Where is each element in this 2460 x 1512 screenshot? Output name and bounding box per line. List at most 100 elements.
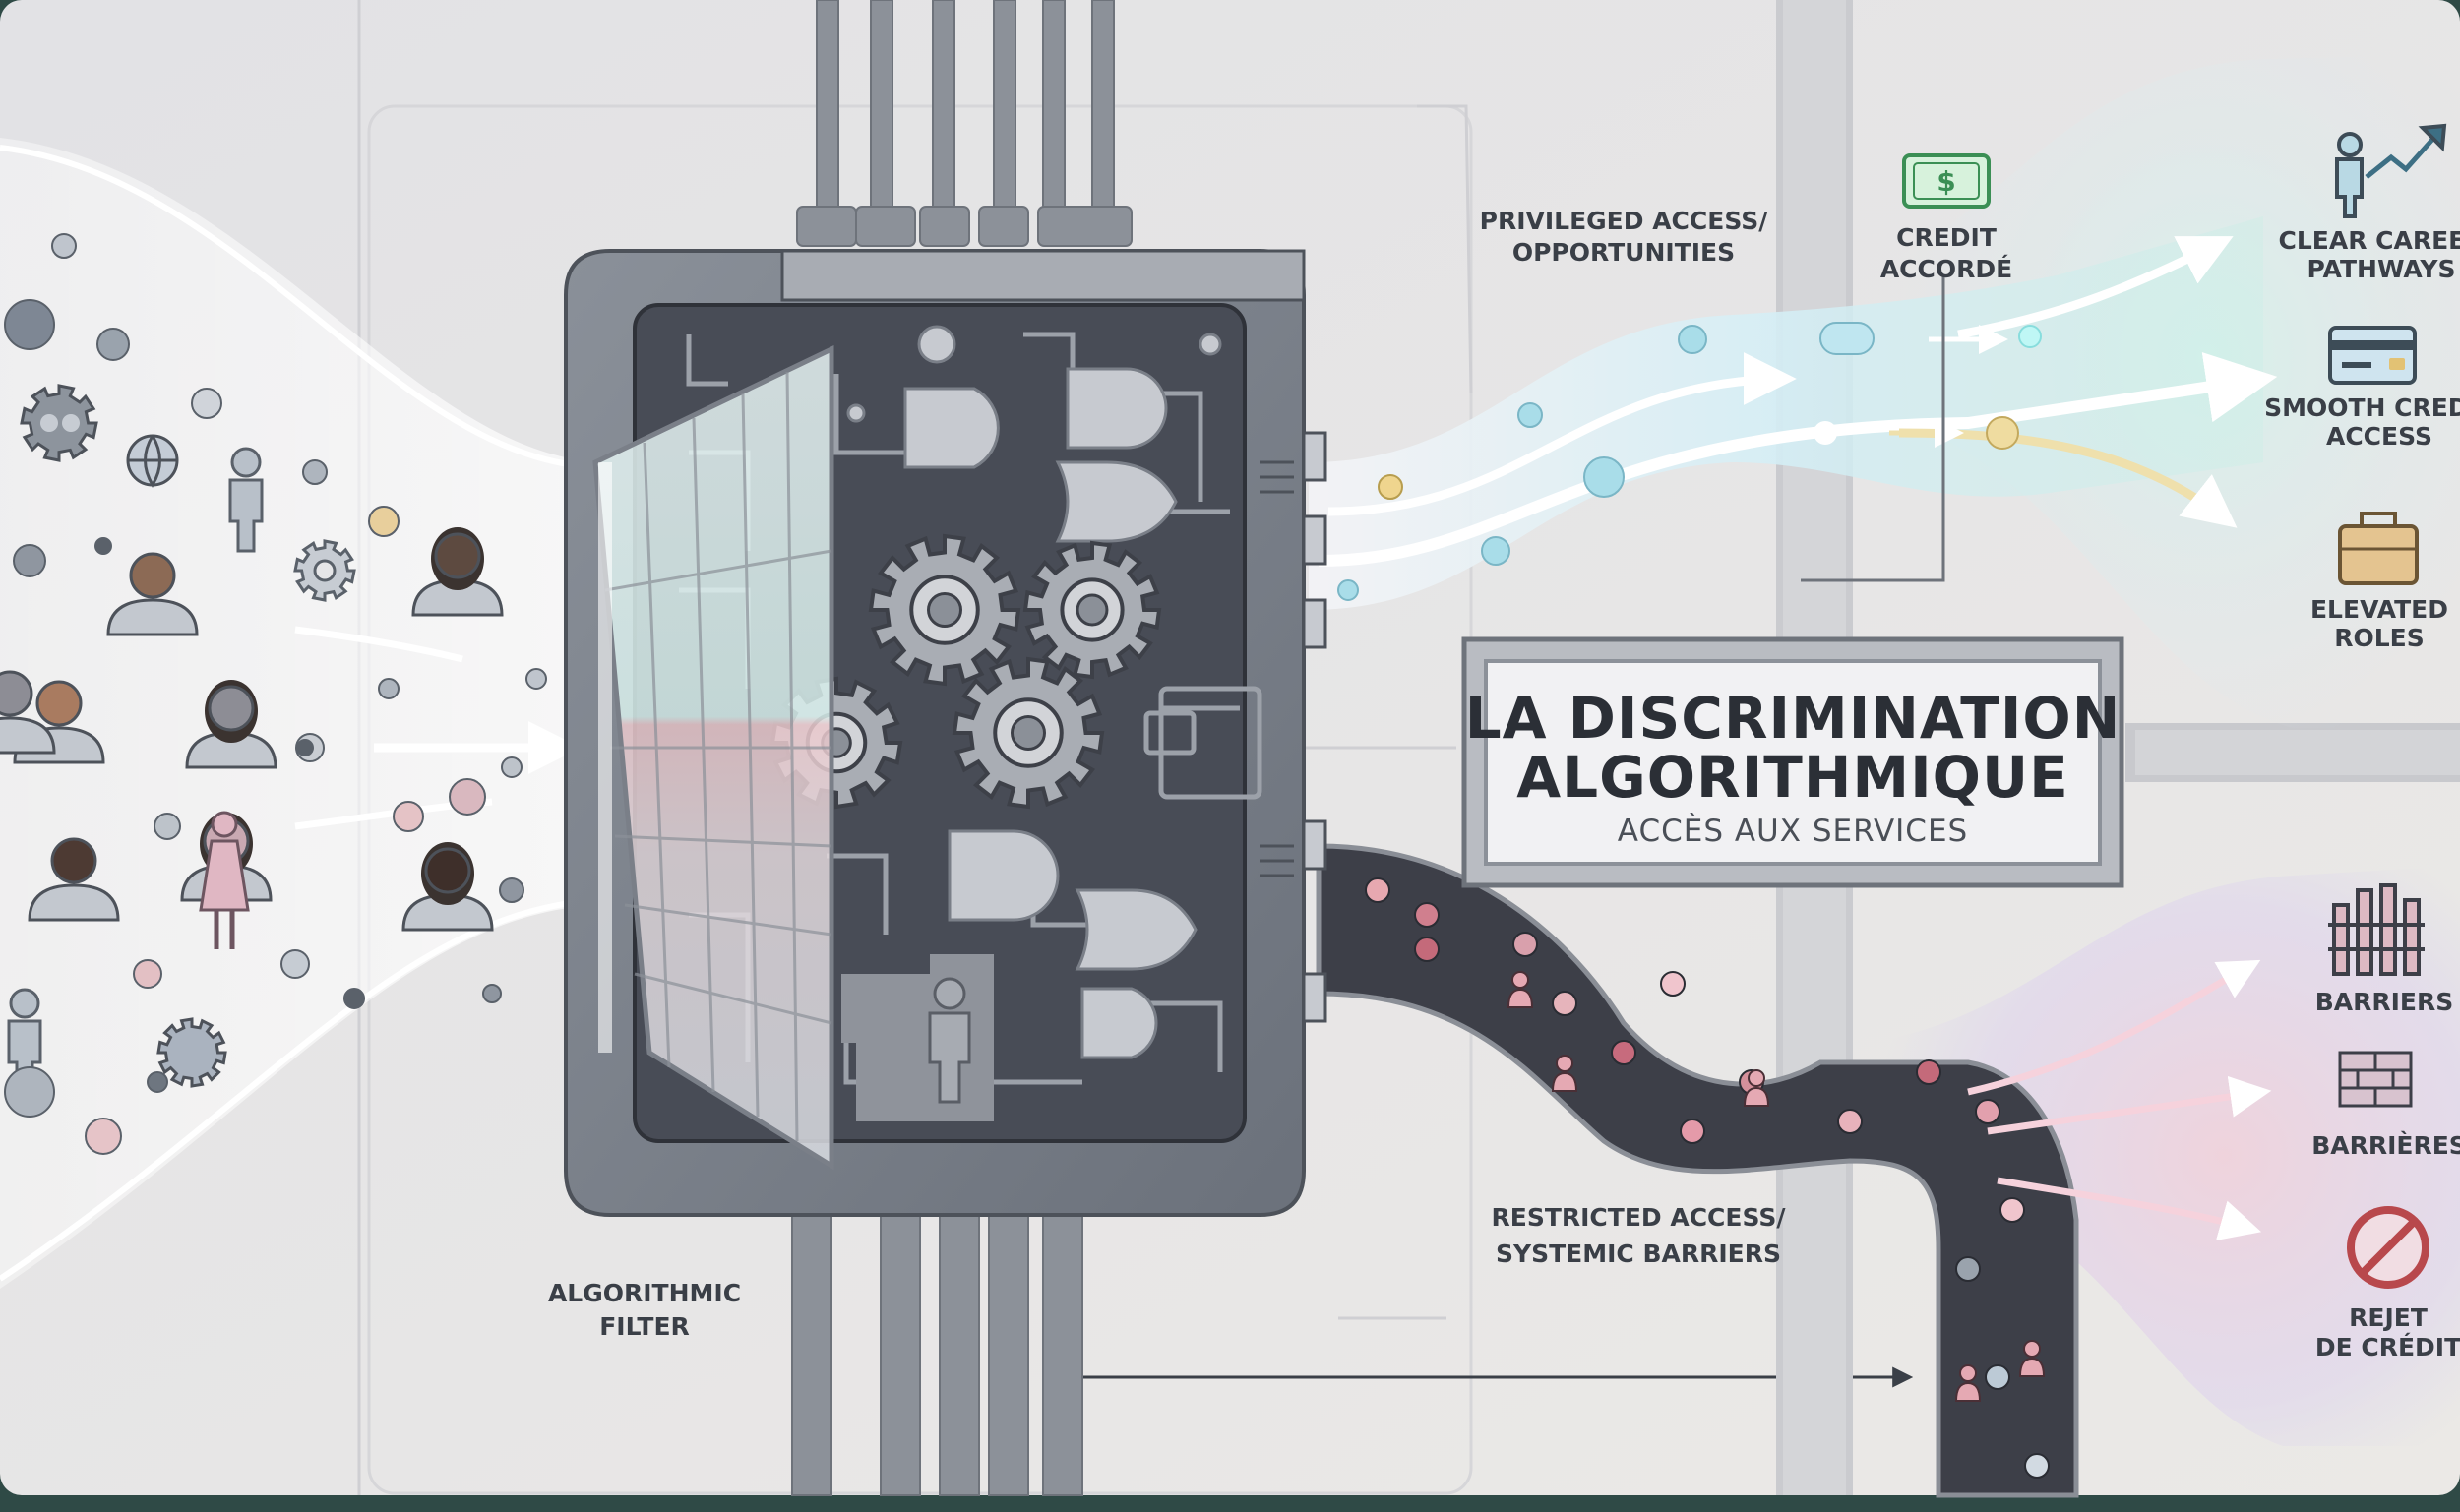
gear-icon xyxy=(20,384,98,462)
person-icon xyxy=(1743,1069,1770,1107)
person-icon xyxy=(2018,1340,2046,1377)
restricted-label-line-2: SYSTEMIC BARRIERS xyxy=(1496,1240,1781,1268)
gear-icon xyxy=(156,1017,227,1088)
privileged-label-line-1: PRIVILEGED ACCESS/ xyxy=(1480,207,1769,235)
restricted-label-line-1: RESTRICTED ACCESS/ xyxy=(1491,1203,1786,1232)
particle xyxy=(85,1118,122,1155)
privileged-particles xyxy=(1337,322,2042,601)
algorithmic-filter-panel xyxy=(592,345,834,1171)
data-particles-left xyxy=(4,233,547,1155)
person-icon xyxy=(28,837,120,922)
smooth-credit-label-line-2: ACCESS xyxy=(2326,422,2432,451)
particle xyxy=(1365,877,1390,903)
person-icon xyxy=(1551,1055,1578,1092)
particle xyxy=(1975,1099,2000,1124)
smooth-credit-label-line-1: SMOOTH CREDIT xyxy=(2264,393,2460,422)
credit-connector xyxy=(1801,275,1945,582)
particle xyxy=(449,778,486,816)
particle xyxy=(1680,1119,1705,1144)
svg-text:$: $ xyxy=(1937,165,1955,198)
particle xyxy=(1552,991,1577,1016)
funnel-edge-bottom xyxy=(0,897,601,1282)
rejet-label-line-2: DE CRÉDIT xyxy=(2315,1333,2460,1361)
particle xyxy=(94,537,112,555)
outcome-career-pathways: CLEAR CAREER PATHWAYS xyxy=(2278,123,2460,283)
brick-wall-icon xyxy=(2338,1051,2413,1108)
person-icon xyxy=(1507,971,1534,1008)
particle xyxy=(191,388,222,419)
subtitle: ACCÈS AUX SERVICES xyxy=(1618,814,1968,849)
particle xyxy=(378,678,400,699)
person-icon xyxy=(411,527,504,617)
person-icon xyxy=(1954,1364,1982,1402)
restricted-particles xyxy=(1365,877,2050,1479)
particle xyxy=(499,877,524,903)
person-icon xyxy=(0,670,56,755)
elevated-label-line-2: ROLES xyxy=(2334,624,2425,652)
briefcase-icon xyxy=(2338,512,2419,585)
barrieres-label: BARRIÈRES xyxy=(2311,1131,2460,1160)
fence-icon xyxy=(2328,883,2425,976)
filter-label-line-2: FILTER xyxy=(599,1312,690,1341)
particle xyxy=(296,739,314,756)
person-icon xyxy=(106,552,199,636)
particle xyxy=(1660,971,1686,997)
outcome-rejet-credit: REJET DE CRÉDIT xyxy=(2315,1206,2460,1361)
career-label-line-1: CLEAR CAREER xyxy=(2278,226,2460,255)
particle xyxy=(1414,937,1440,962)
credit-label-line-2: ACCORDÉ xyxy=(1880,255,2012,283)
career-growth-icon xyxy=(2335,123,2447,218)
particle xyxy=(51,233,77,259)
negative-outcomes-glow xyxy=(1870,866,2460,1446)
rejet-label-line-1: REJET xyxy=(2349,1303,2428,1332)
person-icon xyxy=(199,811,250,949)
person-icon xyxy=(228,447,264,553)
privileged-flow xyxy=(1309,216,2263,610)
particle xyxy=(13,544,46,577)
particle xyxy=(343,988,365,1009)
privileged-flow-arrows xyxy=(1318,236,2278,567)
input-funnel xyxy=(0,138,610,1289)
person-icon xyxy=(185,680,277,769)
particle xyxy=(1999,1197,2025,1223)
particle xyxy=(96,328,130,361)
credit-money-icon: $ xyxy=(1902,153,1991,209)
particle xyxy=(2024,1453,2050,1479)
person-icon xyxy=(401,842,494,932)
title-line-2: ALGORITHMIQUE xyxy=(1516,744,2068,811)
filter-label-line-1: ALGORITHMIC xyxy=(548,1279,741,1307)
particle xyxy=(1837,1109,1863,1134)
particle xyxy=(302,459,328,485)
particle xyxy=(280,949,310,979)
particle xyxy=(1414,902,1440,928)
career-label-line-2: PATHWAYS xyxy=(2307,255,2456,283)
funnel-edge-top xyxy=(0,145,601,470)
particle xyxy=(501,756,523,778)
machine-person-silhouette xyxy=(841,954,994,1121)
particle xyxy=(133,959,162,989)
title-plaque: LA DISCRIMINATION ALGORITHMIQUE ACCÈS AU… xyxy=(1461,636,2124,888)
particle xyxy=(1985,1364,2010,1390)
particle xyxy=(393,801,424,832)
particle xyxy=(368,506,400,537)
elevated-label-line-1: ELEVATED xyxy=(2310,595,2448,624)
people-layer xyxy=(0,384,504,1094)
particle xyxy=(482,984,502,1003)
negative-flow-arrows xyxy=(1967,959,2272,1240)
credit-card-icon xyxy=(2328,326,2417,385)
outcome-barriers: BARRIERS xyxy=(2315,883,2454,1016)
particle xyxy=(1916,1059,1941,1085)
outcome-elevated-roles: ELEVATED ROLES xyxy=(2310,512,2448,652)
outcome-barrieres: BARRIÈRES xyxy=(2311,1051,2460,1160)
barriers-label: BARRIERS xyxy=(2315,988,2454,1016)
particle xyxy=(4,1066,55,1118)
particle xyxy=(4,299,55,350)
title-line-1: LA DISCRIMINATION xyxy=(1465,685,2122,752)
credit-label-line-1: CREDIT xyxy=(1896,223,1997,252)
particle xyxy=(154,813,181,840)
prohibited-icon xyxy=(2347,1206,2429,1289)
particle xyxy=(1512,932,1538,957)
particle xyxy=(1611,1040,1636,1065)
particle xyxy=(1955,1256,1981,1282)
